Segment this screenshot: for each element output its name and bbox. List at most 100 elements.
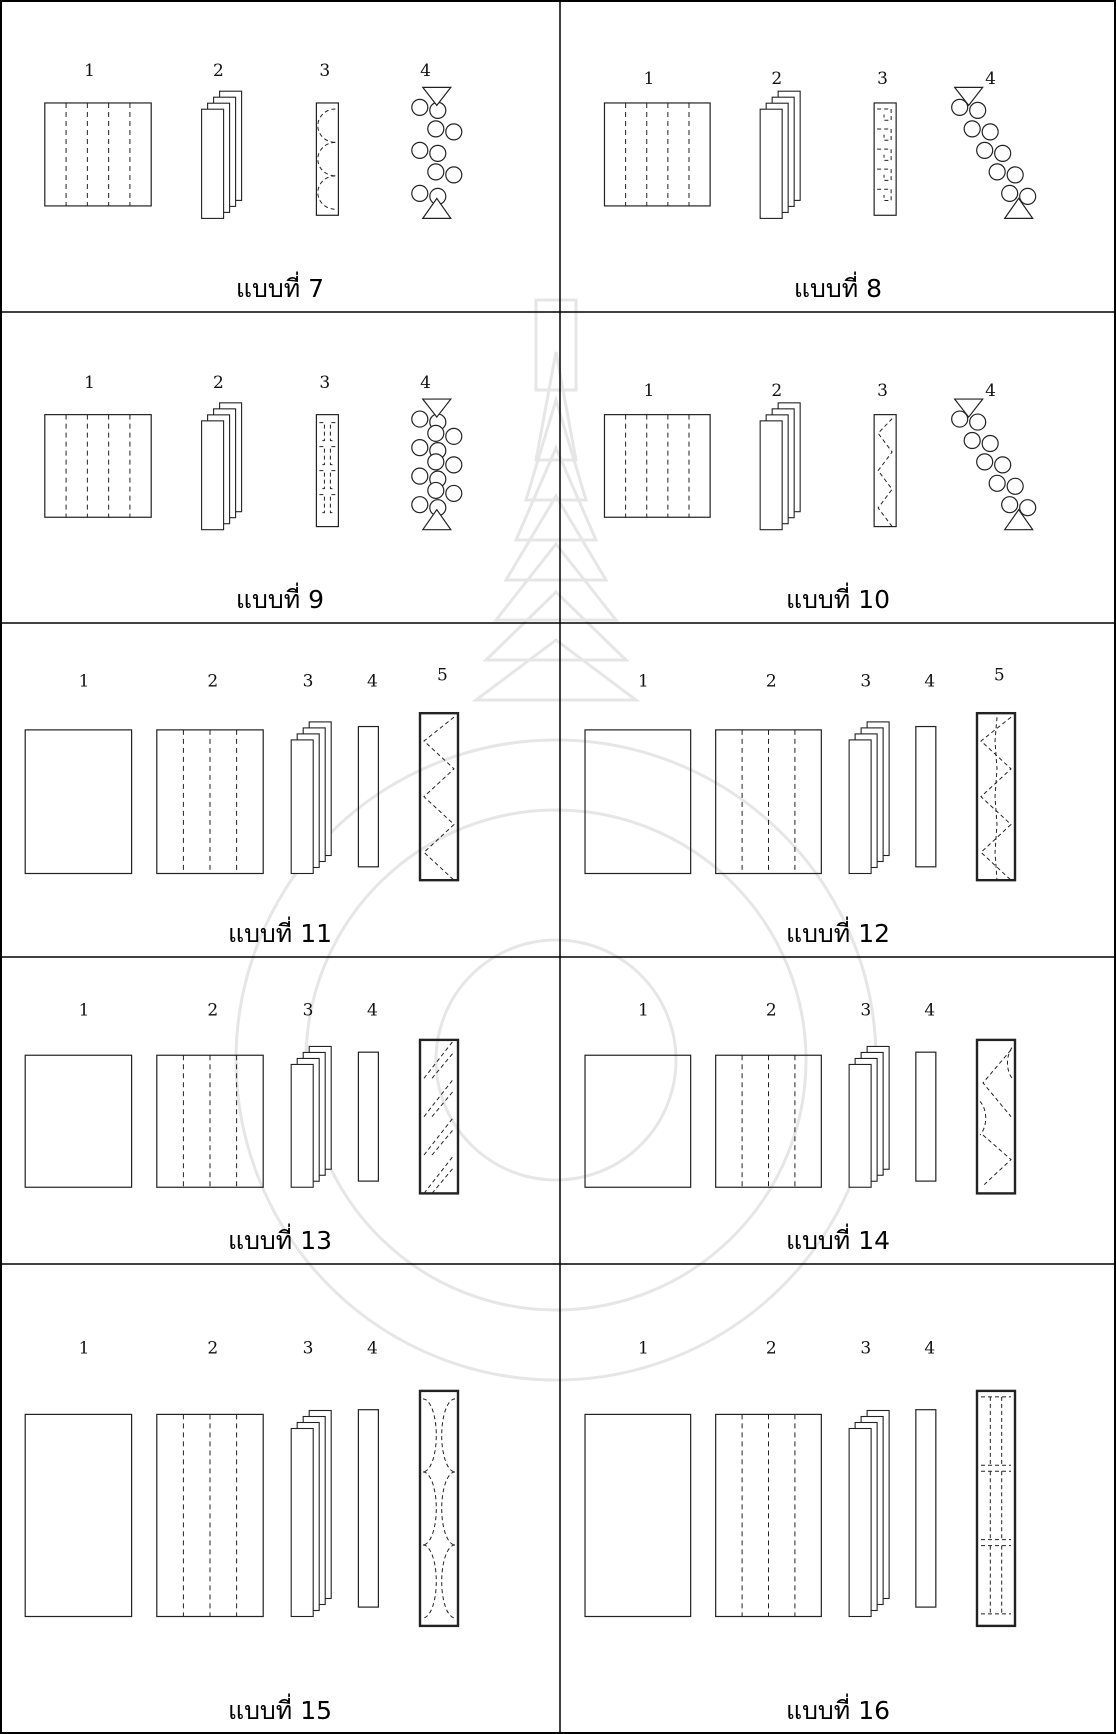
- step-number: 2: [207, 1000, 218, 1020]
- paper-square: [585, 1414, 691, 1616]
- strip: [358, 727, 378, 867]
- folded-strip: [291, 1046, 331, 1187]
- step-number: 2: [766, 1000, 777, 1020]
- cut-pattern: [319, 423, 335, 513]
- step-number: 3: [860, 1338, 871, 1358]
- strip: [916, 1052, 936, 1181]
- strip: [916, 727, 936, 867]
- folded-strip: [291, 722, 331, 874]
- flower-garland: [952, 87, 1036, 218]
- step-number: 3: [303, 1338, 314, 1358]
- pattern-panel-12: 1 2 3 4 5 แบบที่ 12: [585, 665, 1015, 948]
- paper-square: [585, 730, 691, 874]
- step-number: 1: [79, 1000, 90, 1020]
- panel-caption: แบบที่ 12: [786, 916, 890, 948]
- folded-strip: [849, 722, 889, 874]
- flower-garland: [412, 399, 462, 530]
- folded-strip: [202, 403, 242, 530]
- cut-pattern: [424, 717, 454, 880]
- step-number: 3: [319, 373, 330, 393]
- step-number: 2: [766, 671, 777, 691]
- panel-caption: แบบที่ 14: [786, 1223, 890, 1255]
- strip: [420, 1040, 458, 1194]
- paper-square: [45, 415, 151, 518]
- step-number: 2: [207, 1338, 218, 1358]
- panel-caption: แบบที่ 11: [228, 916, 332, 948]
- strip: [977, 713, 1015, 880]
- pattern-panel-14: 1 2 3 4 แบบที่ 14: [585, 1000, 1015, 1255]
- step-number: 1: [638, 1000, 649, 1020]
- cut-pattern: [424, 1040, 454, 1194]
- pattern-panel-13: 1 2 3 4 แบบที่ 13: [25, 1000, 458, 1255]
- step-number: 3: [303, 1000, 314, 1020]
- flower-garland: [412, 87, 462, 218]
- paper-square: [604, 103, 710, 206]
- step-number: 1: [638, 671, 649, 691]
- step-number: 5: [994, 665, 1005, 685]
- step-number: 1: [84, 373, 95, 393]
- panel-caption: แบบที่ 7: [236, 271, 324, 303]
- folded-strip: [291, 1411, 331, 1617]
- step-number: 1: [79, 1338, 90, 1358]
- step-number: 4: [985, 69, 996, 89]
- step-number: 4: [420, 373, 431, 393]
- paper-square: [45, 103, 151, 206]
- pattern-panel-15: 1 2 3 4 แบบที่ 15: [25, 1338, 458, 1725]
- cut-pattern: [878, 419, 892, 527]
- step-number: 4: [367, 671, 378, 691]
- step-number: 1: [79, 671, 90, 691]
- cut-pattern: [981, 717, 1011, 880]
- step-number: 1: [84, 61, 95, 81]
- folded-strip: [760, 91, 800, 218]
- panel-caption: แบบที่ 13: [228, 1223, 332, 1255]
- step-number: 4: [367, 1338, 378, 1358]
- folded-strip: [849, 1046, 889, 1187]
- cut-pattern: [318, 109, 336, 209]
- step-number: 5: [437, 665, 448, 685]
- flower-garland: [952, 399, 1036, 530]
- step-number: 3: [860, 1000, 871, 1020]
- paper-square: [25, 1055, 131, 1187]
- step-number: 2: [213, 61, 224, 81]
- step-number: 1: [638, 1338, 649, 1358]
- step-number: 4: [924, 671, 935, 691]
- panel-caption: แบบที่ 10: [786, 582, 890, 614]
- step-number: 2: [771, 69, 782, 89]
- folded-strip: [202, 91, 242, 218]
- step-number: 4: [985, 381, 996, 401]
- step-number: 4: [924, 1000, 935, 1020]
- strip: [316, 103, 338, 215]
- step-number: 3: [860, 671, 871, 691]
- pattern-panel-10: 1234แบบที่ 10: [604, 381, 1035, 614]
- step-number: 2: [213, 373, 224, 393]
- step-number: 1: [644, 69, 655, 89]
- step-number: 4: [924, 1338, 935, 1358]
- step-number: 4: [420, 61, 431, 81]
- panel-caption: แบบที่ 9: [236, 582, 324, 614]
- strip: [874, 415, 896, 527]
- pattern-panel-7: 1234แบบที่ 7: [45, 61, 462, 303]
- folded-strip: [760, 403, 800, 530]
- strip: [358, 1410, 378, 1607]
- step-number: 1: [644, 381, 655, 401]
- cut-pattern: [877, 109, 891, 201]
- cut-pattern: [423, 1399, 455, 1618]
- paper-square: [25, 730, 131, 874]
- step-number: 3: [303, 671, 314, 691]
- step-number: 4: [367, 1000, 378, 1020]
- strip: [420, 1391, 458, 1626]
- strip: [977, 1391, 1015, 1626]
- strip: [358, 1052, 378, 1181]
- step-number: 3: [877, 69, 888, 89]
- strip: [977, 1040, 1015, 1194]
- folded-strip: [849, 1411, 889, 1617]
- pattern-panel-9: 1 2 3 4 แบบที่ 9: [45, 373, 462, 614]
- cut-pattern: [980, 1048, 1012, 1186]
- panel-caption: แบบที่ 15: [228, 1693, 332, 1725]
- step-number: 2: [766, 1338, 777, 1358]
